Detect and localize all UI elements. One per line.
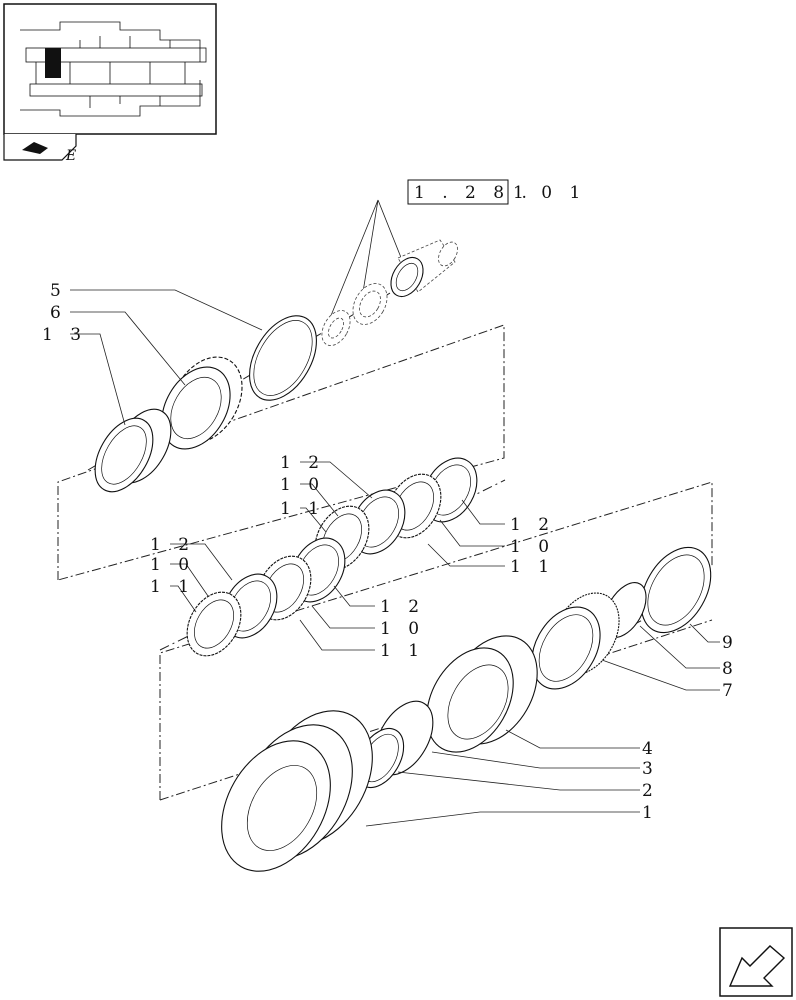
callout-11: 1 1 <box>510 557 555 577</box>
reference-code: 1 . 2 8 . <box>414 183 533 203</box>
leader-lines <box>70 289 720 827</box>
callout-11: 1 1 <box>150 577 195 597</box>
tractor-icon <box>22 142 48 154</box>
thumbnail-caption: E <box>65 148 76 164</box>
snap-ring-5[interactable] <box>236 304 330 412</box>
callout-12: 1 2 <box>150 535 195 555</box>
overview-thumbnail[interactable] <box>3 3 217 135</box>
callout-7: 7 <box>722 681 739 701</box>
callout-4: 4 <box>642 739 659 759</box>
next-page-button[interactable] <box>719 927 793 997</box>
clutch-housing-1[interactable] <box>199 691 395 891</box>
callout-2: 2 <box>642 781 659 801</box>
callout-3: 3 <box>642 759 659 779</box>
shaft-assembly[interactable] <box>316 239 461 351</box>
callout-12: 1 2 <box>280 453 325 473</box>
callout-10: 1 0 <box>150 555 195 575</box>
callout-9: 9 <box>722 633 739 653</box>
callout-11: 1 1 <box>380 641 425 661</box>
clutch-pack-lower[interactable] <box>176 529 356 666</box>
callout-12: 1 2 <box>380 597 425 617</box>
group-boundary-upper <box>57 324 505 581</box>
disc-9[interactable] <box>627 535 725 645</box>
reference-label: 1 . 2 8 . 1 0 1 <box>329 179 586 319</box>
callout-12: 1 2 <box>510 515 555 535</box>
hub-13[interactable] <box>83 399 183 501</box>
callout-11: 1 1 <box>280 499 325 519</box>
clutch-pack-upper[interactable] <box>304 449 488 580</box>
piston-4[interactable] <box>409 620 556 768</box>
callout-13: 1 3 <box>42 325 87 345</box>
gear-6[interactable] <box>148 344 257 461</box>
callout-10: 1 0 <box>380 619 425 639</box>
callout-1: 1 <box>642 803 659 823</box>
callout-10: 1 0 <box>280 475 325 495</box>
callout-6: 6 <box>50 303 67 323</box>
drum-7[interactable] <box>518 581 633 701</box>
reference-suffix: 1 0 1 <box>513 183 586 203</box>
callout-labels: 5 6 1 3 1 2 1 0 1 1 1 2 1 0 1 1 1 2 1 0 … <box>42 281 739 823</box>
callout-10: 1 0 <box>510 537 555 557</box>
callout-5: 5 <box>50 281 67 301</box>
callout-8: 8 <box>722 659 739 679</box>
thumbnail-caption-tab: E <box>3 134 77 164</box>
